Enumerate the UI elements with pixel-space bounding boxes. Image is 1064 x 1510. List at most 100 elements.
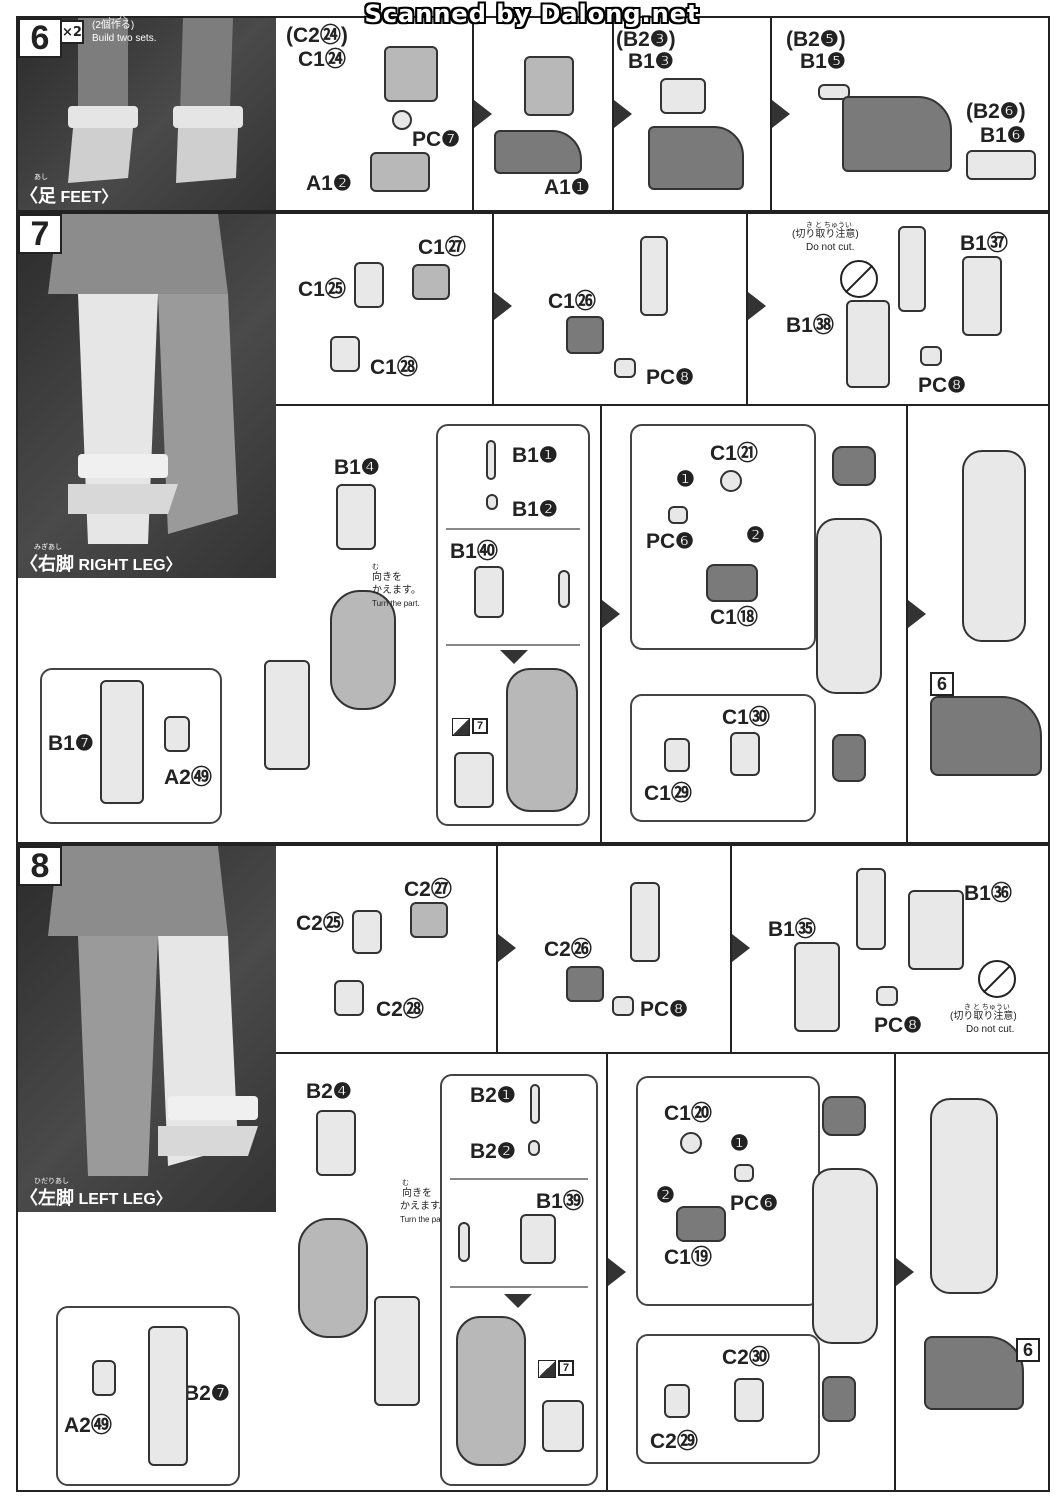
detail-bubble-ball xyxy=(630,694,816,822)
part-drawing xyxy=(734,1164,754,1182)
part-label: B1㊱ xyxy=(964,882,1012,905)
bubble-divider xyxy=(450,1178,588,1180)
step8-caption-ruby: ひだりあし xyxy=(34,1178,69,1185)
turn-en: Turn the part. xyxy=(372,599,420,608)
part-drawing xyxy=(640,236,668,316)
part-drawing xyxy=(354,262,384,308)
step7-row-divider xyxy=(276,404,1050,406)
step6-note-en: Build two sets. xyxy=(92,33,157,44)
part-label: PC❽ xyxy=(640,998,688,1021)
step8-row-divider xyxy=(276,1052,1050,1054)
step-arrow xyxy=(602,600,620,628)
step7-divider-4 xyxy=(906,406,908,842)
part-drawing xyxy=(566,966,604,1002)
part-drawing xyxy=(456,1316,526,1466)
part-drawing xyxy=(930,696,1042,776)
step7-caption-ruby: みぎあし xyxy=(34,544,62,551)
part-label: C1㉕ xyxy=(298,278,346,301)
step6-divider-2 xyxy=(612,18,614,210)
part-drawing xyxy=(660,78,706,114)
part-drawing xyxy=(264,660,310,770)
part-drawing xyxy=(454,752,494,808)
turn-jp-1: 向きを xyxy=(402,1188,432,1199)
part-drawing xyxy=(816,518,882,694)
step-arrow xyxy=(896,1258,914,1286)
part-drawing xyxy=(962,256,1002,336)
part-drawing xyxy=(706,564,758,602)
part-drawing xyxy=(920,346,942,366)
part-label: B2❼ xyxy=(184,1382,230,1405)
step-arrow xyxy=(772,100,790,128)
part-drawing xyxy=(520,1214,556,1264)
step8-caption: 〈左脚 LEFT LEG〉 xyxy=(20,1184,172,1210)
part-label: B1㉟ xyxy=(768,918,816,941)
part-label: C2㉘ xyxy=(376,998,424,1021)
step7-divider-2 xyxy=(746,214,748,404)
step7-divider-3 xyxy=(600,406,602,842)
do-not-cut-icon xyxy=(840,260,878,298)
feet-photo-svg xyxy=(68,18,243,183)
turn-jp-2: かえます。 xyxy=(400,1201,449,1212)
step6-note-ruby: こづく xyxy=(108,14,129,21)
part-drawing xyxy=(908,890,964,970)
part-label: B1❹ xyxy=(334,456,380,479)
part-drawing xyxy=(832,734,866,782)
part-drawing xyxy=(100,680,144,804)
part-label: PC❻ xyxy=(646,530,694,553)
part-drawing xyxy=(384,46,438,102)
part-drawing xyxy=(668,506,688,524)
step-ref-7: 7 xyxy=(558,1360,574,1376)
part-label: B1㊴ xyxy=(536,1190,584,1213)
part-label: B2❷ xyxy=(470,1140,516,1163)
part-label: C2㉚ xyxy=(722,1346,770,1369)
part-drawing xyxy=(664,1384,690,1418)
part-drawing xyxy=(730,732,760,776)
do-not-cut-icon xyxy=(978,960,1016,998)
part-label: C1㉔ xyxy=(298,48,346,71)
part-drawing xyxy=(374,1296,420,1406)
step6-photo xyxy=(18,18,276,210)
part-drawing xyxy=(614,358,636,378)
part-label: B1❷ xyxy=(512,498,558,521)
part-label: (C2㉔) xyxy=(286,24,348,47)
part-drawing xyxy=(486,494,498,510)
part-label: PC❽ xyxy=(874,1014,922,1037)
step7-number: 7 xyxy=(18,214,62,254)
part-drawing xyxy=(410,902,448,938)
part-drawing xyxy=(846,300,890,388)
part-drawing xyxy=(148,1326,188,1466)
step7-frame xyxy=(16,212,1050,844)
part-label: A2㊾ xyxy=(64,1414,112,1437)
part-drawing xyxy=(648,126,744,190)
part-drawing xyxy=(720,470,742,492)
part-label: C1㉚ xyxy=(722,706,770,729)
step-arrow xyxy=(608,1258,626,1286)
part-drawing xyxy=(506,668,578,812)
part-label: A1❷ xyxy=(306,172,352,195)
part-label: C1⑱ xyxy=(710,606,758,629)
cut-warning-ruby: き と ちゅうい xyxy=(964,1004,1010,1011)
part-label: A1❶ xyxy=(544,176,590,199)
part-label: C1㉑ xyxy=(710,442,758,465)
part-label: B2❶ xyxy=(470,1084,516,1107)
seq-1: ❶ xyxy=(676,468,695,491)
seq-2: ❷ xyxy=(746,524,765,547)
part-label: B2❹ xyxy=(306,1080,352,1103)
part-drawing xyxy=(524,56,574,116)
step-arrow xyxy=(498,934,516,962)
part-drawing xyxy=(458,1222,470,1262)
part-drawing xyxy=(734,1378,764,1422)
step-arrow xyxy=(500,650,528,664)
step-ref-6: 6 xyxy=(930,672,954,696)
part-drawing xyxy=(794,942,840,1032)
bubble-divider xyxy=(446,644,580,646)
part-label: (B2❻) xyxy=(966,100,1026,123)
part-drawing xyxy=(330,336,360,372)
step8-divider-1 xyxy=(496,846,498,1052)
step7-caption-en: RIGHT LEG〉 xyxy=(78,557,182,574)
part-drawing xyxy=(334,980,364,1016)
part-drawing xyxy=(486,440,496,480)
part-drawing xyxy=(316,1110,356,1176)
part-label: B1❶ xyxy=(512,444,558,467)
part-drawing xyxy=(542,1400,584,1452)
